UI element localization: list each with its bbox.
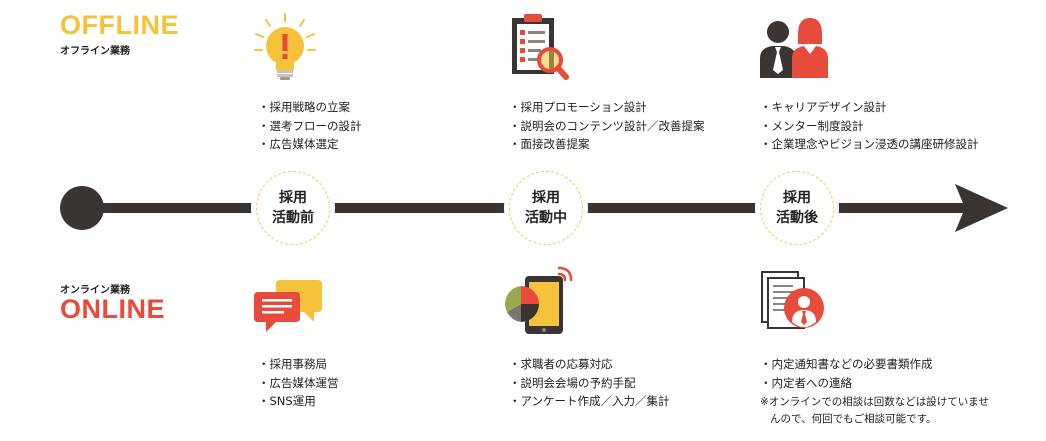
offline-list-before: ・採用戦略の立案 ・選考フローの設計 ・広告媒体選定 — [258, 98, 362, 154]
stage-during-line1: 採用 — [532, 190, 560, 206]
list-item: ・採用事務局 — [258, 357, 327, 371]
clipboard-magnifier-icon — [512, 14, 569, 80]
list-item: ・広告媒体運営 — [258, 375, 339, 390]
stage-before-line2: 活動前 — [272, 210, 314, 226]
online-list-during: ・求職者の応募対応 ・説明会会場の予約手配 ・アンケート作成／入力／集計 — [509, 355, 670, 411]
list-item: ・選考フローの設計 — [258, 118, 362, 133]
list-item: ・説明会会場の予約手配 — [509, 375, 636, 390]
list-item: ・採用プロモーション設計 — [509, 100, 647, 114]
offline-title: OFFLINE — [60, 10, 179, 40]
list-item: ・求職者の応募対応 — [509, 357, 613, 371]
list-item: ・広告媒体選定 — [258, 137, 339, 151]
online-title: ONLINE — [60, 294, 166, 324]
online-note: ※オンラインでの相談は回数などは設けていませ んので、何回でもご相談可能です。 — [760, 394, 989, 428]
offline-subtitle: オフライン業務 — [60, 46, 130, 57]
stage-during-line2: 活動中 — [525, 210, 567, 226]
stage-after: 採用 活動後 — [755, 166, 839, 250]
online-list-before: ・採用事務局 ・広告媒体運営 ・SNS運用 — [258, 355, 339, 411]
lightbulb-icon — [254, 13, 316, 80]
list-item: ・キャリアデザイン設計 — [760, 100, 887, 114]
online-note-line2: んので、何回でもご相談可能です。 — [770, 413, 937, 425]
stage-before-line1: 採用 — [279, 190, 307, 206]
tablet-chart-icon — [505, 266, 573, 334]
online-subtitle: オンライン業務 — [60, 285, 130, 296]
list-item: ・面接改善提案 — [509, 137, 590, 151]
list-item: ・SNS運用 — [258, 394, 316, 408]
list-item: ・企業理念やビジョン浸透の講座研修設計 — [760, 137, 979, 151]
stage-after-line2: 活動後 — [776, 210, 818, 226]
stage-before: 採用 活動前 — [251, 166, 335, 250]
list-item: ・説明会のコンテンツ設計／改善提案 — [509, 118, 705, 133]
timeline-start-dot — [60, 186, 104, 230]
timeline-arrowhead — [955, 184, 1008, 232]
offline-list-during: ・採用プロモーション設計 ・説明会のコンテンツ設計／改善提案 ・面接改善提案 — [509, 98, 705, 154]
mentor-people-icon — [760, 18, 828, 78]
list-item: ・内定通知書などの必要書類作成 — [760, 357, 933, 371]
offline-list-after: ・キャリアデザイン設計 ・メンター制度設計 ・企業理念やビジョン浸透の講座研修設… — [760, 98, 979, 154]
list-item: ・アンケート作成／入力／集計 — [509, 394, 670, 408]
stage-during: 採用 活動中 — [504, 166, 588, 250]
list-item: ・内定者への連絡 — [760, 375, 852, 390]
list-item: ・採用戦略の立案 — [258, 100, 350, 114]
document-person-icon — [761, 271, 824, 329]
stage-after-line1: 採用 — [783, 190, 811, 206]
chat-bubbles-icon — [254, 280, 322, 332]
online-list-after: ・内定通知書などの必要書類作成 ・内定者への連絡 — [760, 355, 933, 392]
list-item: ・メンター制度設計 — [760, 118, 864, 133]
online-note-line1: ※オンラインでの相談は回数などは設けていませ — [760, 396, 989, 408]
